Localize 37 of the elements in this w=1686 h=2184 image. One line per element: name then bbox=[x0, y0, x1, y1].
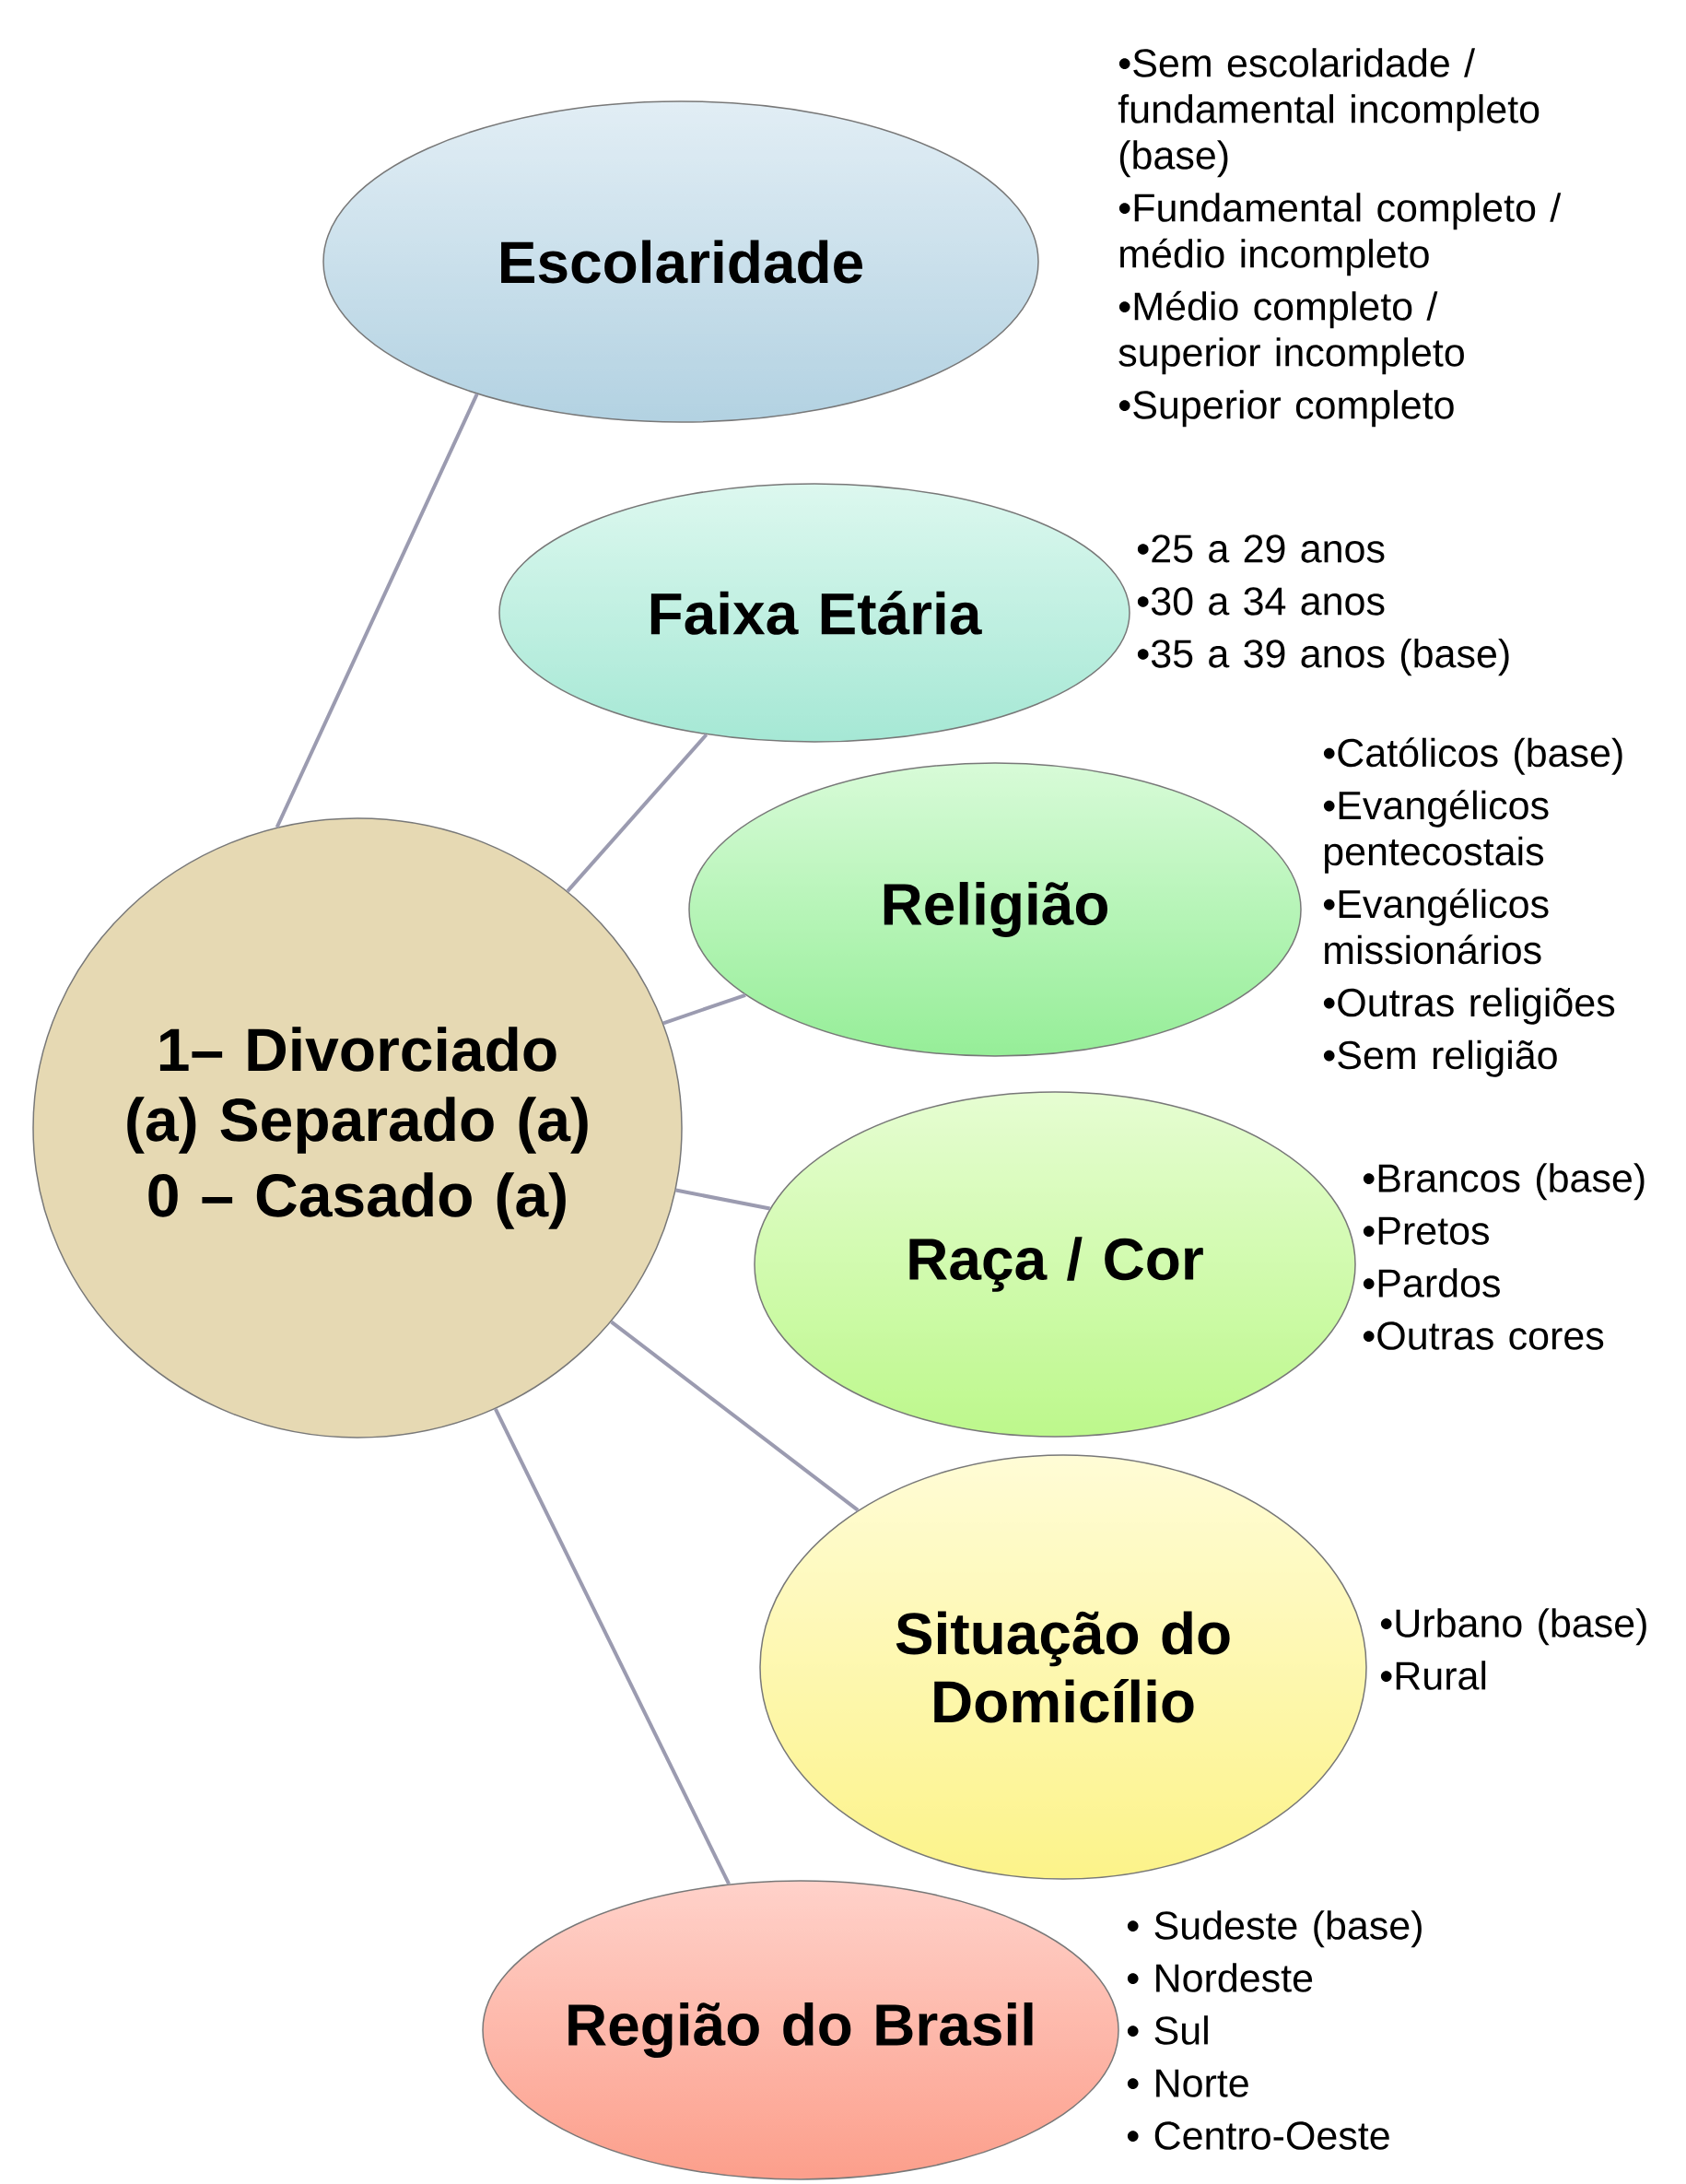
connector-line bbox=[675, 1188, 771, 1211]
node-label: • Norte bbox=[1127, 2069, 1248, 2097]
bullet-list: •Brancos (base) •Pretos •Pardos •Outras cores bbox=[1363, 1163, 1645, 1350]
bullet-list: • Sudeste (base) • Nordeste • Sul • Norte • Centro-Oeste bbox=[1127, 1910, 1422, 2150]
connector-line bbox=[275, 393, 479, 828]
ellipse-node: Religião bbox=[688, 762, 1302, 1057]
bullet-list: •Católicos (base) •Evangélicos pentecostais •Evangélicos missionários •Outras religiões •Sem religião bbox=[1323, 737, 1622, 1077]
connector-line bbox=[566, 733, 708, 893]
bullet-list: •Sem escolaridade / fundamental incompleto (base) •Fundamental completo / médio incompleto •Médio completo / superior incompleto •Superior completo bbox=[1118, 48, 1562, 428]
node-label: •Outras religiões bbox=[1323, 987, 1615, 1025]
ellipse-node: Raça / Cor bbox=[754, 1091, 1356, 1438]
node-label: •Evangélicos pentecostais bbox=[1323, 790, 1549, 874]
circle-node: 1– Divorciado (a) Separado (a) 0 – Casado (a) bbox=[32, 817, 683, 1438]
connector-line bbox=[662, 992, 746, 1026]
node-label: •Brancos (base) bbox=[1363, 1163, 1645, 1201]
ellipse-node: Faixa Etária bbox=[498, 483, 1130, 743]
node-label: •Pretos bbox=[1363, 1216, 1489, 1245]
node-label: • Sudeste (base) bbox=[1127, 1910, 1422, 1948]
ellipse-node: Região do Brasil bbox=[482, 1880, 1119, 2180]
node-label: •Evangélicos missionários bbox=[1323, 888, 1549, 965]
node-label: •Pardos bbox=[1363, 1268, 1500, 1297]
node-label: •Fundamental completo / médio incompleto bbox=[1118, 193, 1562, 276]
node-label: •Médio completo / superior incompleto bbox=[1118, 290, 1464, 375]
node-label: • Sul bbox=[1127, 2015, 1208, 2045]
node-label: •Católicos (base) bbox=[1323, 737, 1622, 775]
ellipse-node: Escolaridade bbox=[322, 100, 1039, 423]
node-label: • Centro-Oeste bbox=[1127, 2121, 1389, 2150]
ellipse-node: Situação do Domicílio bbox=[759, 1454, 1367, 1880]
connector-line bbox=[494, 1408, 731, 1885]
bullet-list: •25 a 29 anos •30 a 34 anos •35 a 39 anos (base) bbox=[1137, 534, 1509, 676]
node-label: •Outras cores bbox=[1363, 1321, 1604, 1350]
node-label: • Nordeste bbox=[1127, 1963, 1313, 1992]
node-label: •Sem escolaridade / fundamental incompleto (base) bbox=[1118, 48, 1540, 178]
bullet-list: •Urbano (base) •Rural bbox=[1380, 1608, 1646, 1690]
connector-line bbox=[610, 1320, 860, 1512]
node-label: •Superior completo bbox=[1118, 390, 1454, 428]
node-label: •Sem religião bbox=[1323, 1039, 1557, 1077]
